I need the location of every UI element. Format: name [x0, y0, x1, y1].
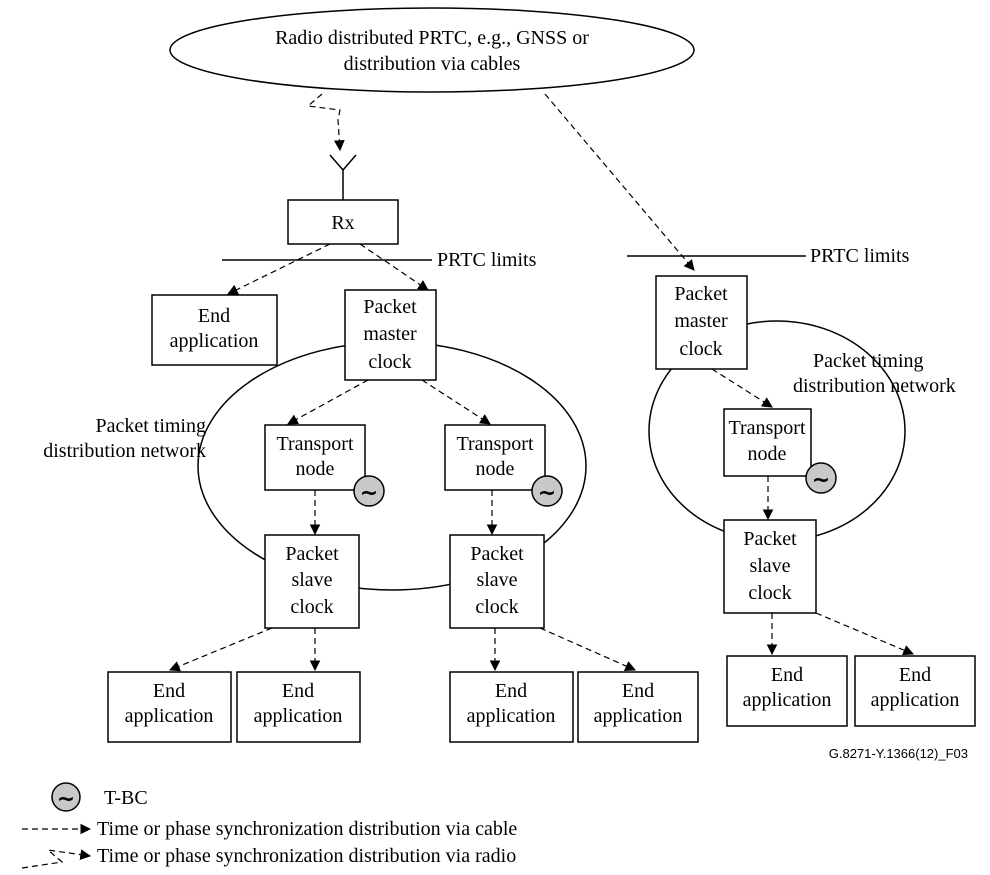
end-application-left-3: End application	[449, 671, 574, 743]
transport-label-line1: Transport	[276, 433, 353, 455]
transport-label-line2: node	[748, 443, 787, 465]
end-application-left-2: End application	[236, 671, 361, 743]
transport-label-line2: node	[476, 458, 515, 480]
end-application-right-1: End application	[726, 655, 848, 727]
slave-label-line2: slave	[291, 569, 332, 591]
end-app-label: application	[594, 705, 683, 727]
end-application-left-1: End application	[107, 671, 232, 743]
right-network-label-line2: distribution network	[793, 375, 956, 397]
master-label-line3: clock	[679, 338, 722, 360]
legend: ~ T-BC Time or phase synchronization dis…	[21, 782, 517, 869]
left-packet-slave-clock-b: Packet slave clock	[449, 534, 545, 629]
end-app-label: End	[899, 664, 931, 686]
end-application-left-4: End application	[577, 671, 699, 743]
end-app-label: End	[282, 680, 314, 702]
left-packet-master-clock: Packet master clock	[344, 289, 437, 381]
end-app-label: application	[170, 330, 259, 352]
end-app-label: application	[871, 689, 960, 711]
left-packet-slave-clock-a: Packet slave clock	[264, 534, 360, 629]
slave-label-line3: clock	[748, 582, 791, 604]
antenna-icon	[329, 154, 357, 200]
legend-tbc-label: T-BC	[104, 787, 148, 809]
source-label-line1: Radio distributed PRTC, e.g., GNSS or	[275, 27, 589, 49]
prtc-source: Radio distributed PRTC, e.g., GNSS or di…	[169, 7, 695, 93]
link-master-transport-b	[421, 379, 491, 425]
left-network-label-line2: distribution network	[43, 440, 206, 462]
right-packet-slave-clock: Packet slave clock	[723, 519, 817, 614]
end-app-label: application	[743, 689, 832, 711]
slave-label-line3: clock	[475, 596, 518, 618]
link-right-master-transport	[711, 368, 773, 408]
slave-label-line1: Packet	[470, 543, 524, 565]
slave-label-line2: slave	[749, 555, 790, 577]
slave-label-line1: Packet	[285, 543, 339, 565]
transport-label-line1: Transport	[456, 433, 533, 455]
link-master-transport-a	[287, 379, 369, 425]
svg-text:~: ~	[57, 787, 75, 812]
source-label-line2: distribution via cables	[344, 53, 521, 75]
end-app-label: application	[125, 705, 214, 727]
end-app-label: End	[198, 305, 230, 327]
link-rx-endapp	[227, 243, 331, 295]
transport-label-line1: Transport	[728, 417, 805, 439]
end-app-label: End	[622, 680, 654, 702]
legend-cable-label: Time or phase synchronization distributi…	[97, 818, 517, 840]
end-app-label: End	[495, 680, 527, 702]
link-slave-endapp-1	[169, 627, 273, 672]
end-app-label: application	[467, 705, 556, 727]
end-application-top-left: End application	[151, 294, 278, 366]
prtc-limits-label-right: PRTC limits	[810, 245, 910, 267]
end-app-label: End	[771, 664, 803, 686]
master-label-line1: Packet	[363, 296, 417, 318]
master-label-line2: master	[363, 323, 417, 345]
link-rx-master	[359, 243, 429, 291]
legend-radio-label: Time or phase synchronization distributi…	[97, 845, 516, 867]
radio-link	[306, 93, 345, 152]
rx-label: Rx	[331, 212, 354, 234]
prtc-limits-label-left: PRTC limits	[437, 249, 537, 271]
tbc-icon: ~	[805, 462, 837, 494]
svg-text:~: ~	[360, 481, 378, 506]
slave-label-line1: Packet	[743, 528, 797, 550]
legend-radio-arrow	[21, 849, 92, 869]
left-network-label-line1: Packet timing	[95, 415, 206, 437]
master-label-line3: clock	[368, 351, 411, 373]
right-network-label-line1: Packet timing	[813, 350, 924, 372]
right-transport-node: Transport node	[723, 408, 812, 477]
master-label-line2: master	[674, 310, 728, 332]
link-right-slave-endapp-2	[815, 612, 914, 656]
rx-box: Rx	[287, 199, 399, 245]
end-app-label: End	[153, 680, 185, 702]
link-slave-endapp-4	[539, 627, 636, 672]
figure-id: G.8271-Y.1366(12)_F03	[829, 746, 968, 761]
slave-label-line3: clock	[290, 596, 333, 618]
cable-link-source-right	[544, 93, 695, 271]
master-label-line1: Packet	[674, 283, 728, 305]
transport-node-b: Transport node	[444, 424, 546, 491]
end-app-label: application	[254, 705, 343, 727]
transport-node-a: Transport node	[264, 424, 366, 491]
right-packet-master-clock: Packet master clock	[655, 275, 748, 370]
svg-text:~: ~	[812, 468, 830, 493]
transport-label-line2: node	[296, 458, 335, 480]
end-application-right-2: End application	[854, 655, 976, 727]
tbc-icon: ~	[51, 782, 81, 812]
tbc-icon: ~	[531, 475, 563, 507]
tbc-icon: ~	[353, 475, 385, 507]
svg-text:~: ~	[538, 481, 556, 506]
slave-label-line2: slave	[476, 569, 517, 591]
